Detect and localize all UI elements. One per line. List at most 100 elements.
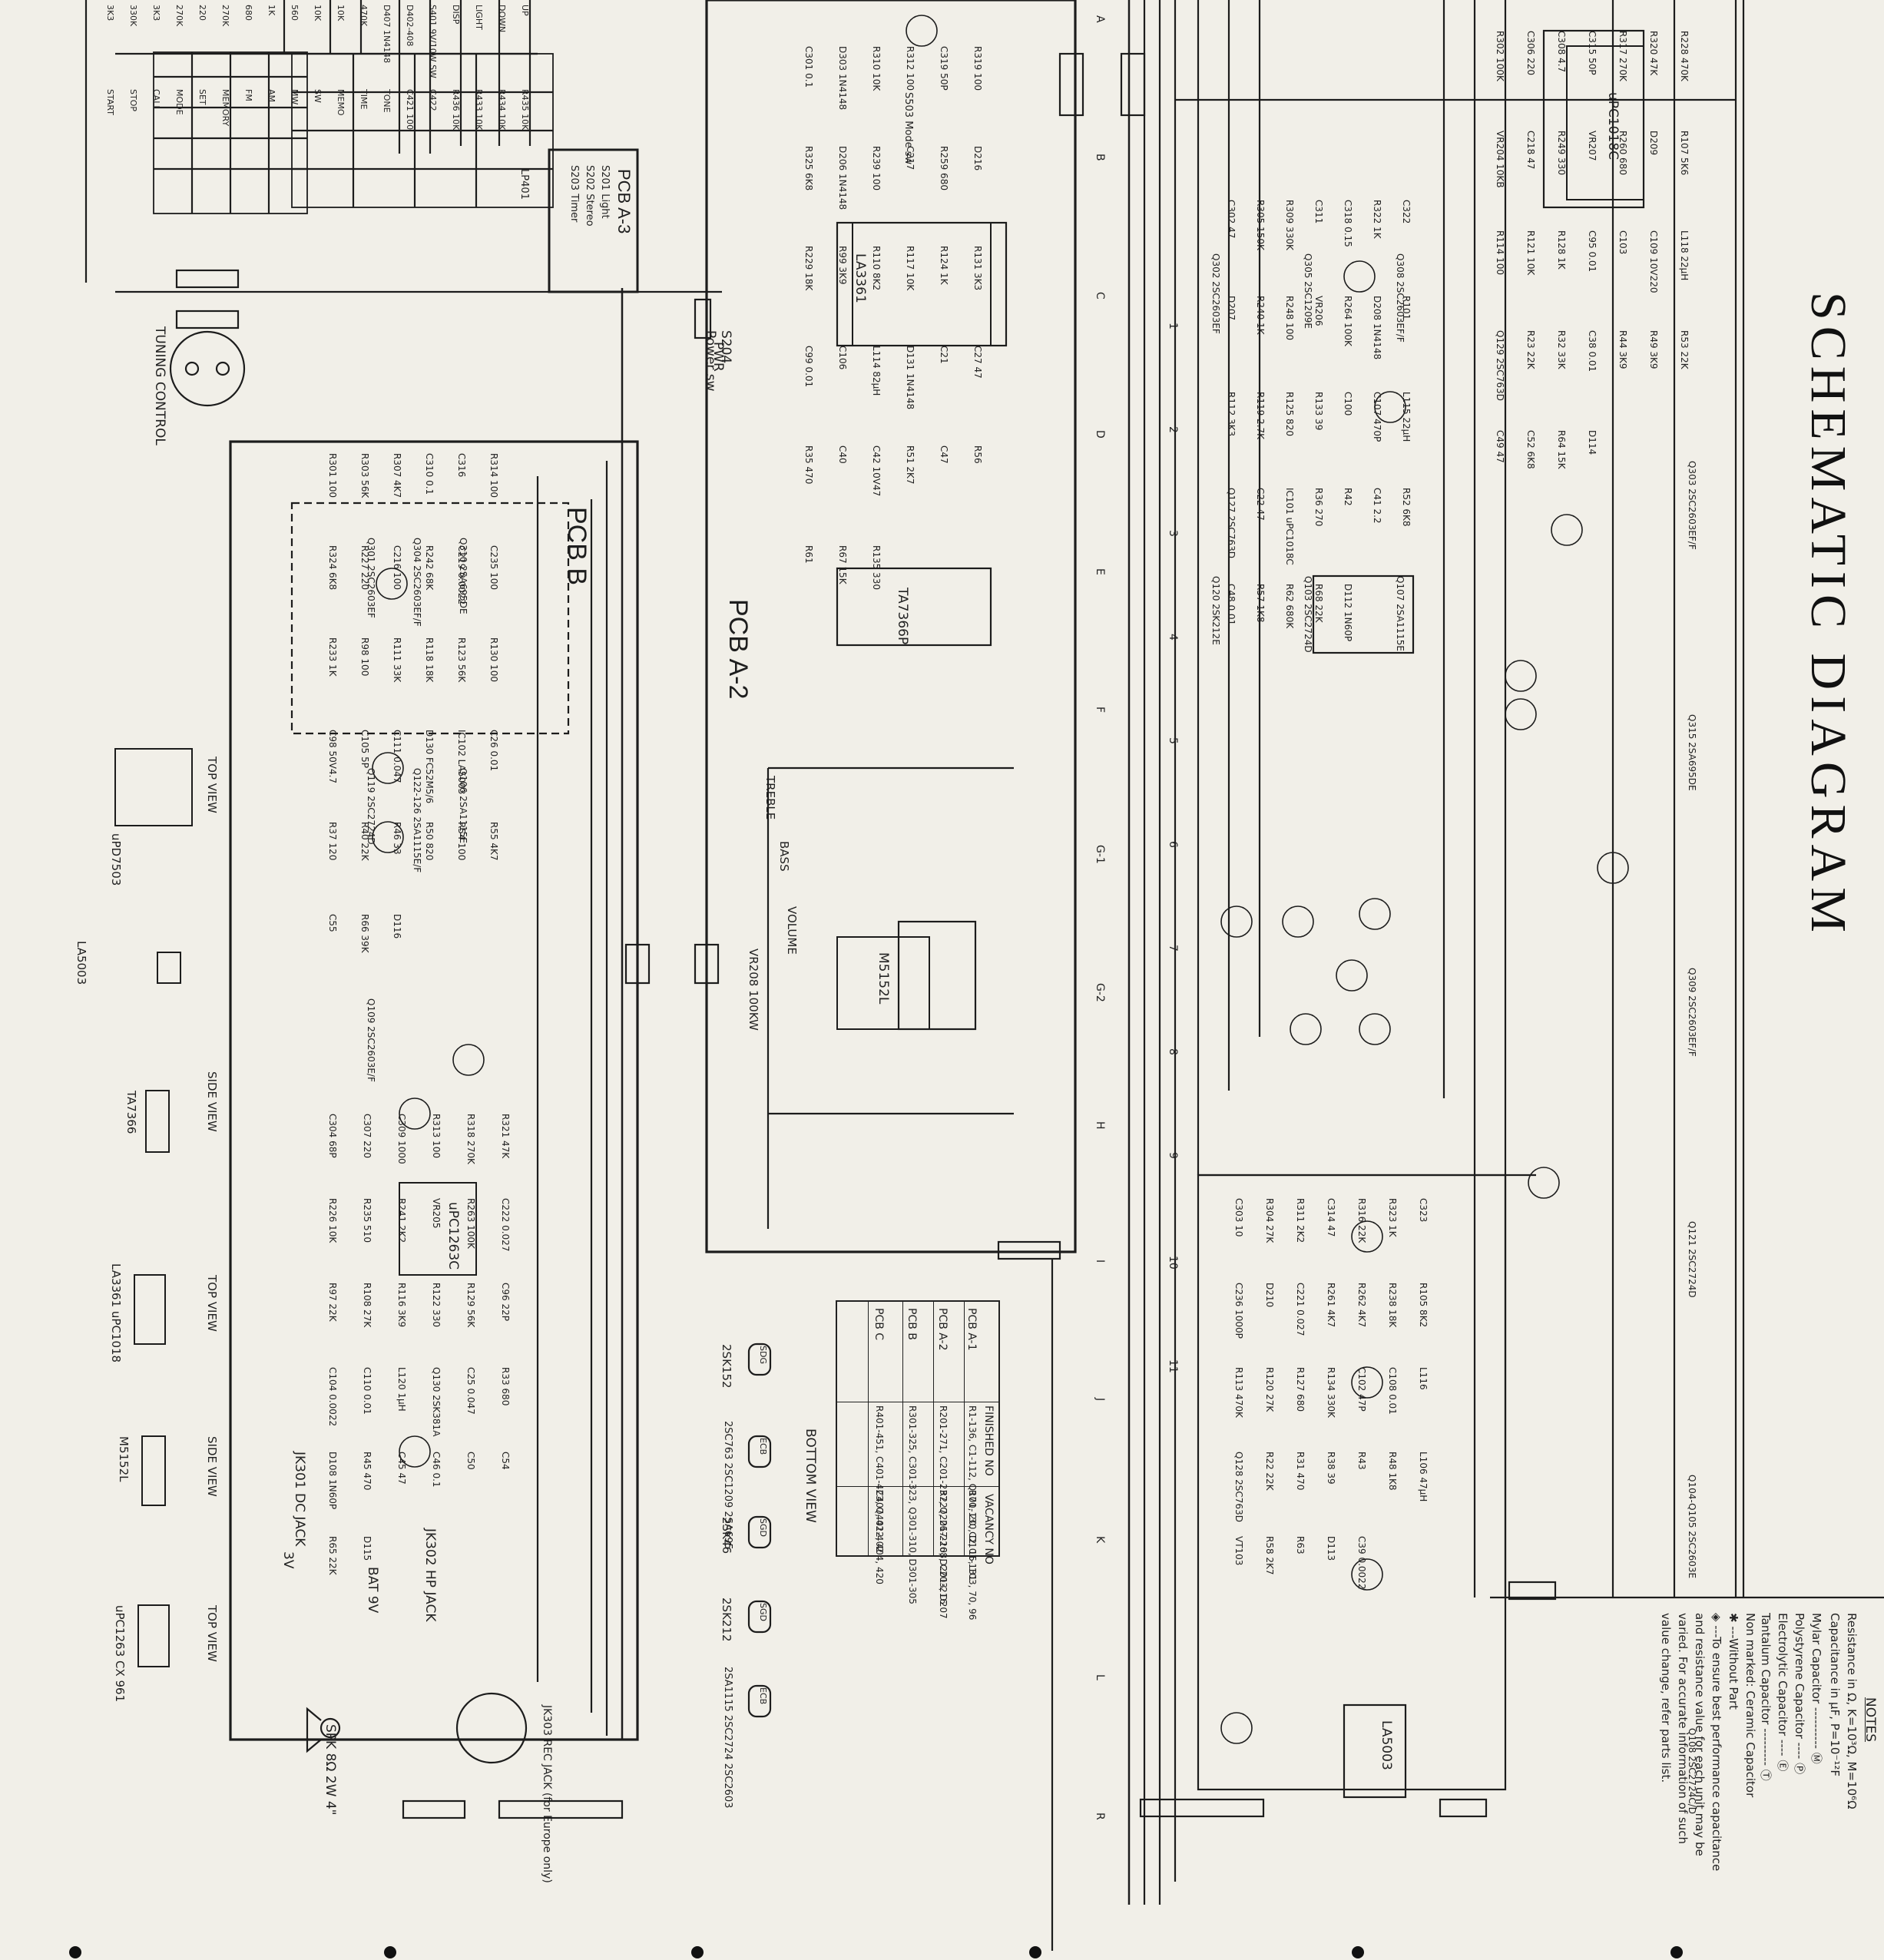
component-ref-label: R50 820 <box>424 822 435 861</box>
component-ref-label: Q128 2SC763D <box>1233 1452 1244 1522</box>
connector-letter: G-2 <box>1094 983 1106 1002</box>
component-ref-label: R135 330 <box>871 545 882 590</box>
component-ref-label: R130 100 <box>488 637 499 682</box>
notes-line-11: varied. For accurate information of such <box>1676 1613 1690 1844</box>
key-matrix-label: DISP <box>451 5 461 25</box>
key-matrix-label: 1K <box>267 5 276 16</box>
component-ref-label: R228 470K <box>1679 31 1690 81</box>
ic-ta7366p-label: TA7366P <box>895 588 910 645</box>
supply-3v-label: 3V <box>280 1551 296 1569</box>
component-ref-label: C98 50V4.7 <box>327 730 338 784</box>
component-ref-label: R108 27K <box>362 1283 372 1328</box>
component-ref-label: D116 <box>392 914 402 939</box>
component-ref-label: R128 1K <box>1556 230 1567 270</box>
component-ref-label: R62 680K <box>1284 584 1295 629</box>
component-ref-label: L106 47µH <box>1418 1452 1429 1502</box>
component-ref-label: C42 10V47 <box>871 445 882 497</box>
component-ref-label: R235 510 <box>362 1198 372 1243</box>
component-ref-label: R110 8K2 <box>871 246 882 291</box>
component-ref-label: R116 3K9 <box>396 1283 407 1328</box>
component-ref-label: R307 4K7 <box>392 453 402 498</box>
component-ref-label: R310 10K <box>871 46 882 91</box>
component-ref-label: D114 <box>1587 430 1598 455</box>
component-ref-label: R304 27K <box>1264 1198 1275 1243</box>
component-ref-label: D113 <box>1326 1536 1336 1561</box>
key-matrix-label: C421 100 <box>405 89 415 131</box>
wire-number: 10 <box>1167 1256 1179 1270</box>
speaker-label: SPK 8Ω 2W 4" <box>323 1724 338 1816</box>
key-matrix-label: MEMORY <box>220 89 230 127</box>
component-ref-label: R22 22K <box>1264 1452 1275 1491</box>
component-ref-label: C47 <box>939 445 949 464</box>
component-ref-label: C40 <box>837 445 848 464</box>
connector-letter: B <box>1094 154 1106 161</box>
component-ref-label: R107 5K6 <box>1679 131 1690 176</box>
key-matrix-label: MEMO <box>336 89 346 116</box>
component-ref-label: C308 4.7 <box>1556 31 1567 73</box>
component-ref-label: C39 0.0022 <box>1356 1536 1367 1590</box>
switch-s203: S203 Timer <box>568 165 580 223</box>
component-ref-label: C41 2.2 <box>1372 488 1382 524</box>
component-ref-label: C46 0.1 <box>431 1452 442 1488</box>
component-ref-label: D207 <box>1226 296 1237 321</box>
component-ref-label: C38 0.01 <box>1587 330 1598 372</box>
component-ref-label: C319 50P <box>939 46 949 91</box>
key-matrix-label: 3K3 <box>151 5 161 22</box>
bottom-part-2sk212: 2SK212 <box>720 1597 733 1642</box>
tuning-control-label: TUNING CONTROL <box>152 326 167 445</box>
component-ref-label: R263 100K <box>465 1198 476 1249</box>
pkg-la5003-view: SIDE VIEW <box>205 1071 219 1132</box>
transistor-label: Q301 2SC2603EF <box>366 538 376 618</box>
key-matrix-label: START <box>105 89 115 115</box>
component-ref-label: R313 100 <box>431 1114 442 1158</box>
transistor-label: Q315 2SA695DE <box>1687 714 1697 791</box>
pkg-ta7366: TA7366 <box>124 1091 138 1134</box>
component-ref-label: R117 10K <box>905 246 916 291</box>
component-ref-label: C27 47 <box>972 346 983 379</box>
component-ref-label: C107 470P <box>1372 392 1382 442</box>
component-ref-label: C26 0.01 <box>488 730 499 772</box>
key-matrix-label: SET <box>197 89 207 105</box>
component-ref-label: C52 6K8 <box>1525 430 1536 469</box>
notes-block: NOTES Resistance in Ω, K=10³Ω, M=10⁶Ω Ca… <box>1628 1605 1882 1928</box>
component-ref-label: R316 22K <box>1356 1198 1367 1243</box>
component-ref-label: IC101 uPC1018C <box>1284 488 1295 565</box>
component-ref-label: VR204 10KB <box>1495 131 1505 188</box>
component-ref-label: C322 <box>1401 200 1412 224</box>
pkg-la5003: LA5003 <box>74 941 88 985</box>
switch-s201: S201 Light <box>599 165 611 219</box>
component-ref-label: D208 1N4148 <box>1372 296 1382 360</box>
control-volume: VOLUME <box>785 906 799 955</box>
component-ref-label: D108 1N60P <box>327 1452 338 1510</box>
table-row-pcb-c-vacancy: C407, 422, 404, 420 <box>874 1490 885 1584</box>
connector-letter: E <box>1094 568 1106 575</box>
key-matrix-label: STOP <box>128 89 138 111</box>
bottom-part-2sa1115: 2SA1115 2SC2724 2SC2603 <box>722 1667 733 1809</box>
component-ref-label: VR205 <box>431 1198 442 1229</box>
pwr-label: PWR <box>710 342 726 372</box>
component-ref-label: R44 3K9 <box>1617 330 1628 369</box>
component-ref-label: R120 27K <box>1264 1367 1275 1412</box>
component-ref-label: R131 3K3 <box>972 246 983 291</box>
component-ref-label: R32 33K <box>1556 330 1567 369</box>
notes-line-7: Non marked: Ceramic Capacitor <box>1743 1613 1757 1798</box>
component-ref-label: C55 <box>327 914 338 932</box>
component-ref-label: R323 1K <box>1387 1198 1398 1237</box>
pkg-la3361-view: TOP VIEW <box>205 1275 219 1332</box>
jack-rec-label: JK303 REC JACK (for Europe only) <box>541 1705 553 1883</box>
component-ref-label: C301 0.1 <box>803 46 814 88</box>
component-ref-label: R133 39 <box>1313 392 1324 431</box>
component-ref-label: R43 <box>1356 1452 1367 1470</box>
wire-number: 6 <box>1167 841 1179 848</box>
component-ref-label: Q129 2SC763D <box>1495 330 1505 401</box>
component-ref-label: R38 39 <box>1326 1452 1336 1485</box>
wire-number: 2 <box>1167 426 1179 433</box>
component-ref-label: D206 1N4148 <box>837 146 848 210</box>
transistor-label: Q107 2SA1115E <box>1395 576 1406 651</box>
key-matrix-label: 220 <box>197 5 207 21</box>
notes-line-2: Capacitance in µF, P=10⁻¹²F <box>1828 1613 1842 1777</box>
table-row-pcb-b-name: PCB B <box>906 1308 918 1340</box>
pkg-m5152l-view: SIDE VIEW <box>205 1436 219 1497</box>
component-ref-label: D209 <box>1648 131 1659 156</box>
component-ref-label: C314 47 <box>1326 1198 1336 1237</box>
